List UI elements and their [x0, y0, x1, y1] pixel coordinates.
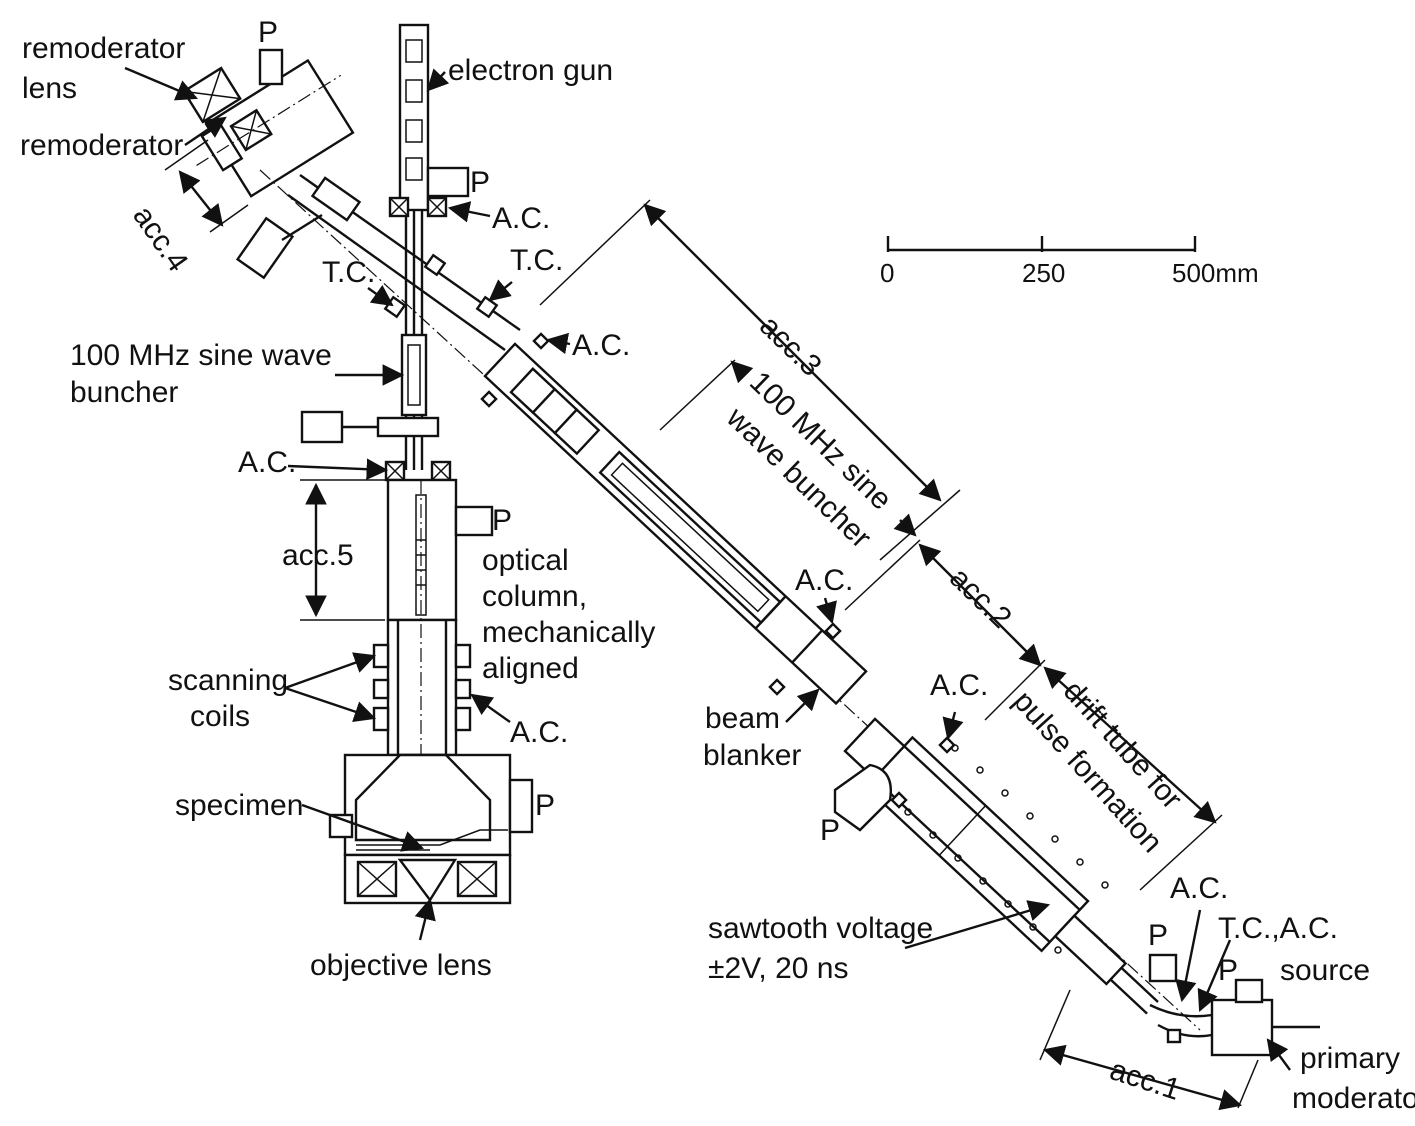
label-acc5: acc.5 — [282, 539, 354, 572]
label-optical-line3: mechanically — [482, 616, 655, 649]
drift-tube-coil-dots — [904, 744, 1109, 954]
label-objective-lens: objective lens — [310, 949, 492, 982]
label-primary-moderator-line2: moderator — [1292, 1082, 1415, 1115]
label-sawtooth-line1: sawtooth voltage — [708, 912, 933, 945]
objective-lens-block — [343, 853, 512, 905]
scale-tick-500mm: 500mm — [1172, 258, 1259, 288]
label-acc4: acc.4 — [126, 200, 194, 278]
source-assembly — [1148, 953, 1320, 1057]
label-ac-lower: A.C. — [1170, 872, 1228, 905]
diagonal-beamline-section-buncher — [483, 342, 868, 706]
pump-flange-lower — [833, 763, 892, 832]
remoderator-pump-flange — [258, 48, 284, 86]
label-ac-scan: A.C. — [510, 716, 568, 749]
label-pump-lower: P — [820, 814, 840, 847]
scale-tick-250: 250 — [1022, 258, 1065, 288]
label-tc-left: T.C. — [322, 256, 375, 289]
dimension-acc2 — [844, 539, 1046, 721]
label-ac-diag-top: A.C. — [572, 329, 630, 362]
label-pump-source-a: P — [1148, 919, 1168, 952]
tc-coils-upper — [383, 253, 499, 319]
scanning-coils — [372, 643, 472, 732]
label-remoderator-lens-line1: remoderator — [22, 32, 185, 65]
label-buncher-line2: buncher — [70, 376, 178, 409]
label-sawtooth-line2: ±2V, 20 ns — [708, 952, 848, 985]
label-optical-line1: optical — [482, 544, 569, 577]
diagonal-beamline-section-drift — [843, 717, 1159, 1015]
label-pump-chamber: P — [535, 789, 555, 822]
ac-coil-gun — [388, 196, 448, 218]
label-beam-blanker-line2: blanker — [703, 739, 801, 772]
label-scanning-line1: scanning — [168, 664, 288, 697]
leader-lines — [124, 66, 1291, 1071]
specimen-chamber — [328, 753, 534, 857]
label-pump-column: P — [492, 504, 512, 537]
label-pump-gun: P — [470, 166, 490, 199]
optical-column — [384, 460, 494, 900]
label-acc2: acc.2 — [943, 561, 1018, 635]
scale-tick-0: 0 — [880, 258, 894, 288]
label-ac-drift: A.C. — [930, 669, 988, 702]
label-buncher-line1: 100 MHz sine wave — [70, 339, 332, 372]
label-source: source — [1280, 954, 1370, 987]
label-electron-gun: electron gun — [448, 54, 613, 87]
label-ac-column-top: A.C. — [238, 446, 296, 479]
label-optical-line4: aligned — [482, 652, 579, 685]
dimension-acc1 — [1039, 989, 1259, 1111]
label-tc-ac: T.C.,A.C. — [1218, 912, 1338, 945]
dimension-drift — [1043, 666, 1223, 891]
label-remoderator-lens-line2: lens — [22, 72, 77, 105]
dimension-acc3 — [539, 199, 961, 561]
label-remoderator: remoderator — [20, 129, 183, 162]
dimension-buncher — [659, 359, 917, 537]
ac-coil-markers — [480, 332, 956, 809]
label-beam-blanker-line1: beam — [705, 702, 780, 735]
label-primary-moderator-line1: primary — [1300, 1042, 1400, 1075]
label-ac-gun: A.C. — [492, 202, 550, 235]
dimension-acc4 — [164, 139, 249, 233]
scale-bar: 0 250 500mm — [880, 236, 1259, 288]
label-pump-top: P — [258, 16, 278, 49]
label-specimen: specimen — [175, 789, 303, 822]
label-scanning-line2: coils — [190, 700, 250, 733]
label-pump-source-b: P — [1218, 954, 1238, 987]
label-tc-mid: T.C. — [510, 244, 563, 277]
label-optical-line2: column, — [482, 580, 587, 613]
dimension-acc5 — [300, 479, 385, 621]
label-acc1: acc.1 — [1106, 1053, 1184, 1107]
label-ac-diag-mid: A.C. — [795, 564, 853, 597]
